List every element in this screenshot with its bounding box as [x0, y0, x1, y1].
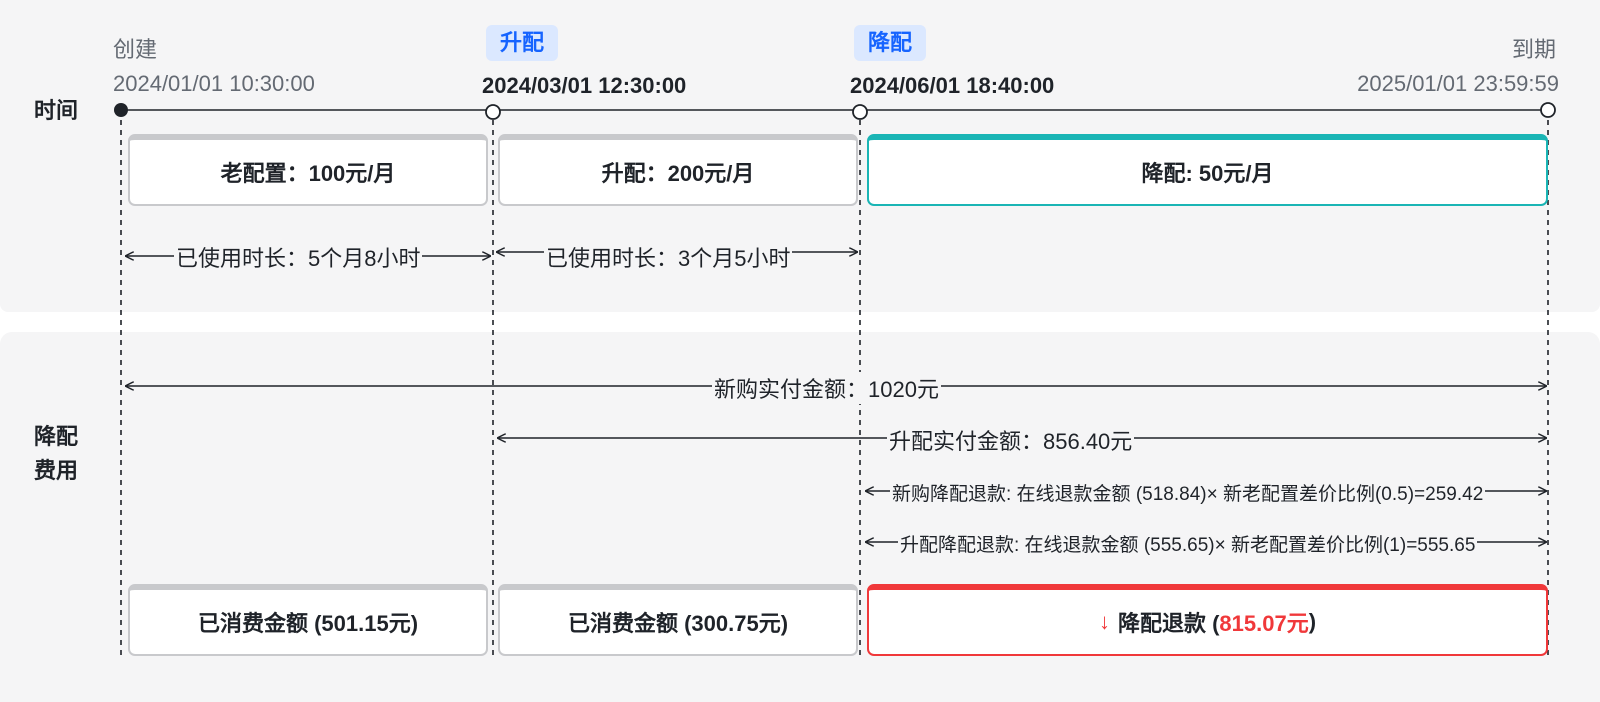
point-create	[114, 103, 128, 117]
section-label-fee: 降配费用	[33, 424, 78, 483]
point-expire	[1540, 102, 1556, 118]
config-box-upgrade: 升配：200元/月	[498, 134, 858, 206]
config-box-downgrade: 降配: 50元/月	[867, 134, 1548, 206]
new-refund-label: 新购降配退款: 在线退款金额 (518.84)× 新老配置差价比例(0.5)=2…	[890, 479, 1486, 506]
consumed-box-old: 已消费金额 (501.15元)	[128, 584, 488, 656]
section-label-time: 时间	[33, 98, 78, 123]
refund-suffix: )	[1308, 609, 1317, 634]
point-label-expire: 到期	[1511, 37, 1556, 62]
tag-downgrade: 降配	[854, 25, 927, 61]
point-downgrade	[852, 104, 868, 120]
upgrade-payment-label: 升配实付金额：856.40元	[887, 424, 1135, 456]
duration-label-2: 已使用时长：3个月5小时	[544, 241, 793, 273]
config-box-old: 老配置：100元/月	[128, 134, 488, 206]
consumed-box-upgrade: 已消费金额 (300.75元)	[498, 584, 858, 656]
upgrade-refund-label: 升配降配退款: 在线退款金额 (555.65)× 新老配置差价比例(1)=555…	[898, 530, 1478, 557]
arrow-down-icon: ↓	[1098, 609, 1110, 634]
date-expire: 2025/01/01 23:59:59	[1357, 71, 1559, 96]
tag-upgrade: 升配	[486, 25, 559, 61]
date-create: 2024/01/01 10:30:00	[113, 71, 315, 96]
date-downgrade: 2024/06/01 18:40:00	[850, 73, 1055, 98]
point-label-create: 创建	[113, 37, 158, 62]
duration-label-1: 已使用时长：5个月8小时	[174, 241, 423, 273]
point-upgrade	[485, 104, 501, 120]
refund-amount: 815.07元	[1219, 611, 1309, 636]
new-purchase-label: 新购实付金额：1020元	[712, 372, 941, 404]
refund-prefix: 降配退款 (	[1117, 611, 1220, 636]
date-upgrade: 2024/03/01 12:30:00	[482, 73, 687, 98]
refund-box: ↓ 降配退款 ( 815.07元 )	[867, 584, 1548, 656]
